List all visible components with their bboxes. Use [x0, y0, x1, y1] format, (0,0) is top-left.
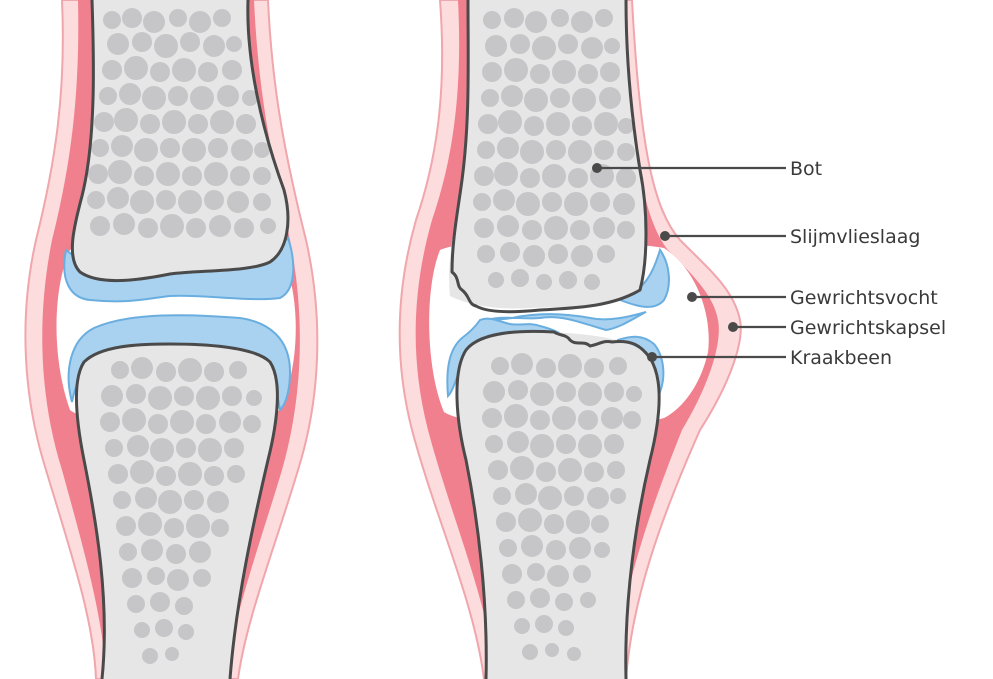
callout-synovial-membrane: Slijmvlieslaag — [660, 226, 920, 248]
label-cartilage: Kraakbeen — [790, 347, 892, 369]
label-joint-capsule: Gewrichtskapsel — [790, 317, 946, 339]
label-synovial-membrane: Slijmvlieslaag — [790, 226, 920, 248]
label-bone: Bot — [790, 158, 822, 180]
label-synovial-fluid: Gewrichtsvocht — [790, 287, 938, 309]
healthy-joint — [25, 0, 317, 679]
callout-joint-capsule: Gewrichtskapsel — [728, 317, 946, 339]
arthritic-joint — [400, 0, 741, 679]
